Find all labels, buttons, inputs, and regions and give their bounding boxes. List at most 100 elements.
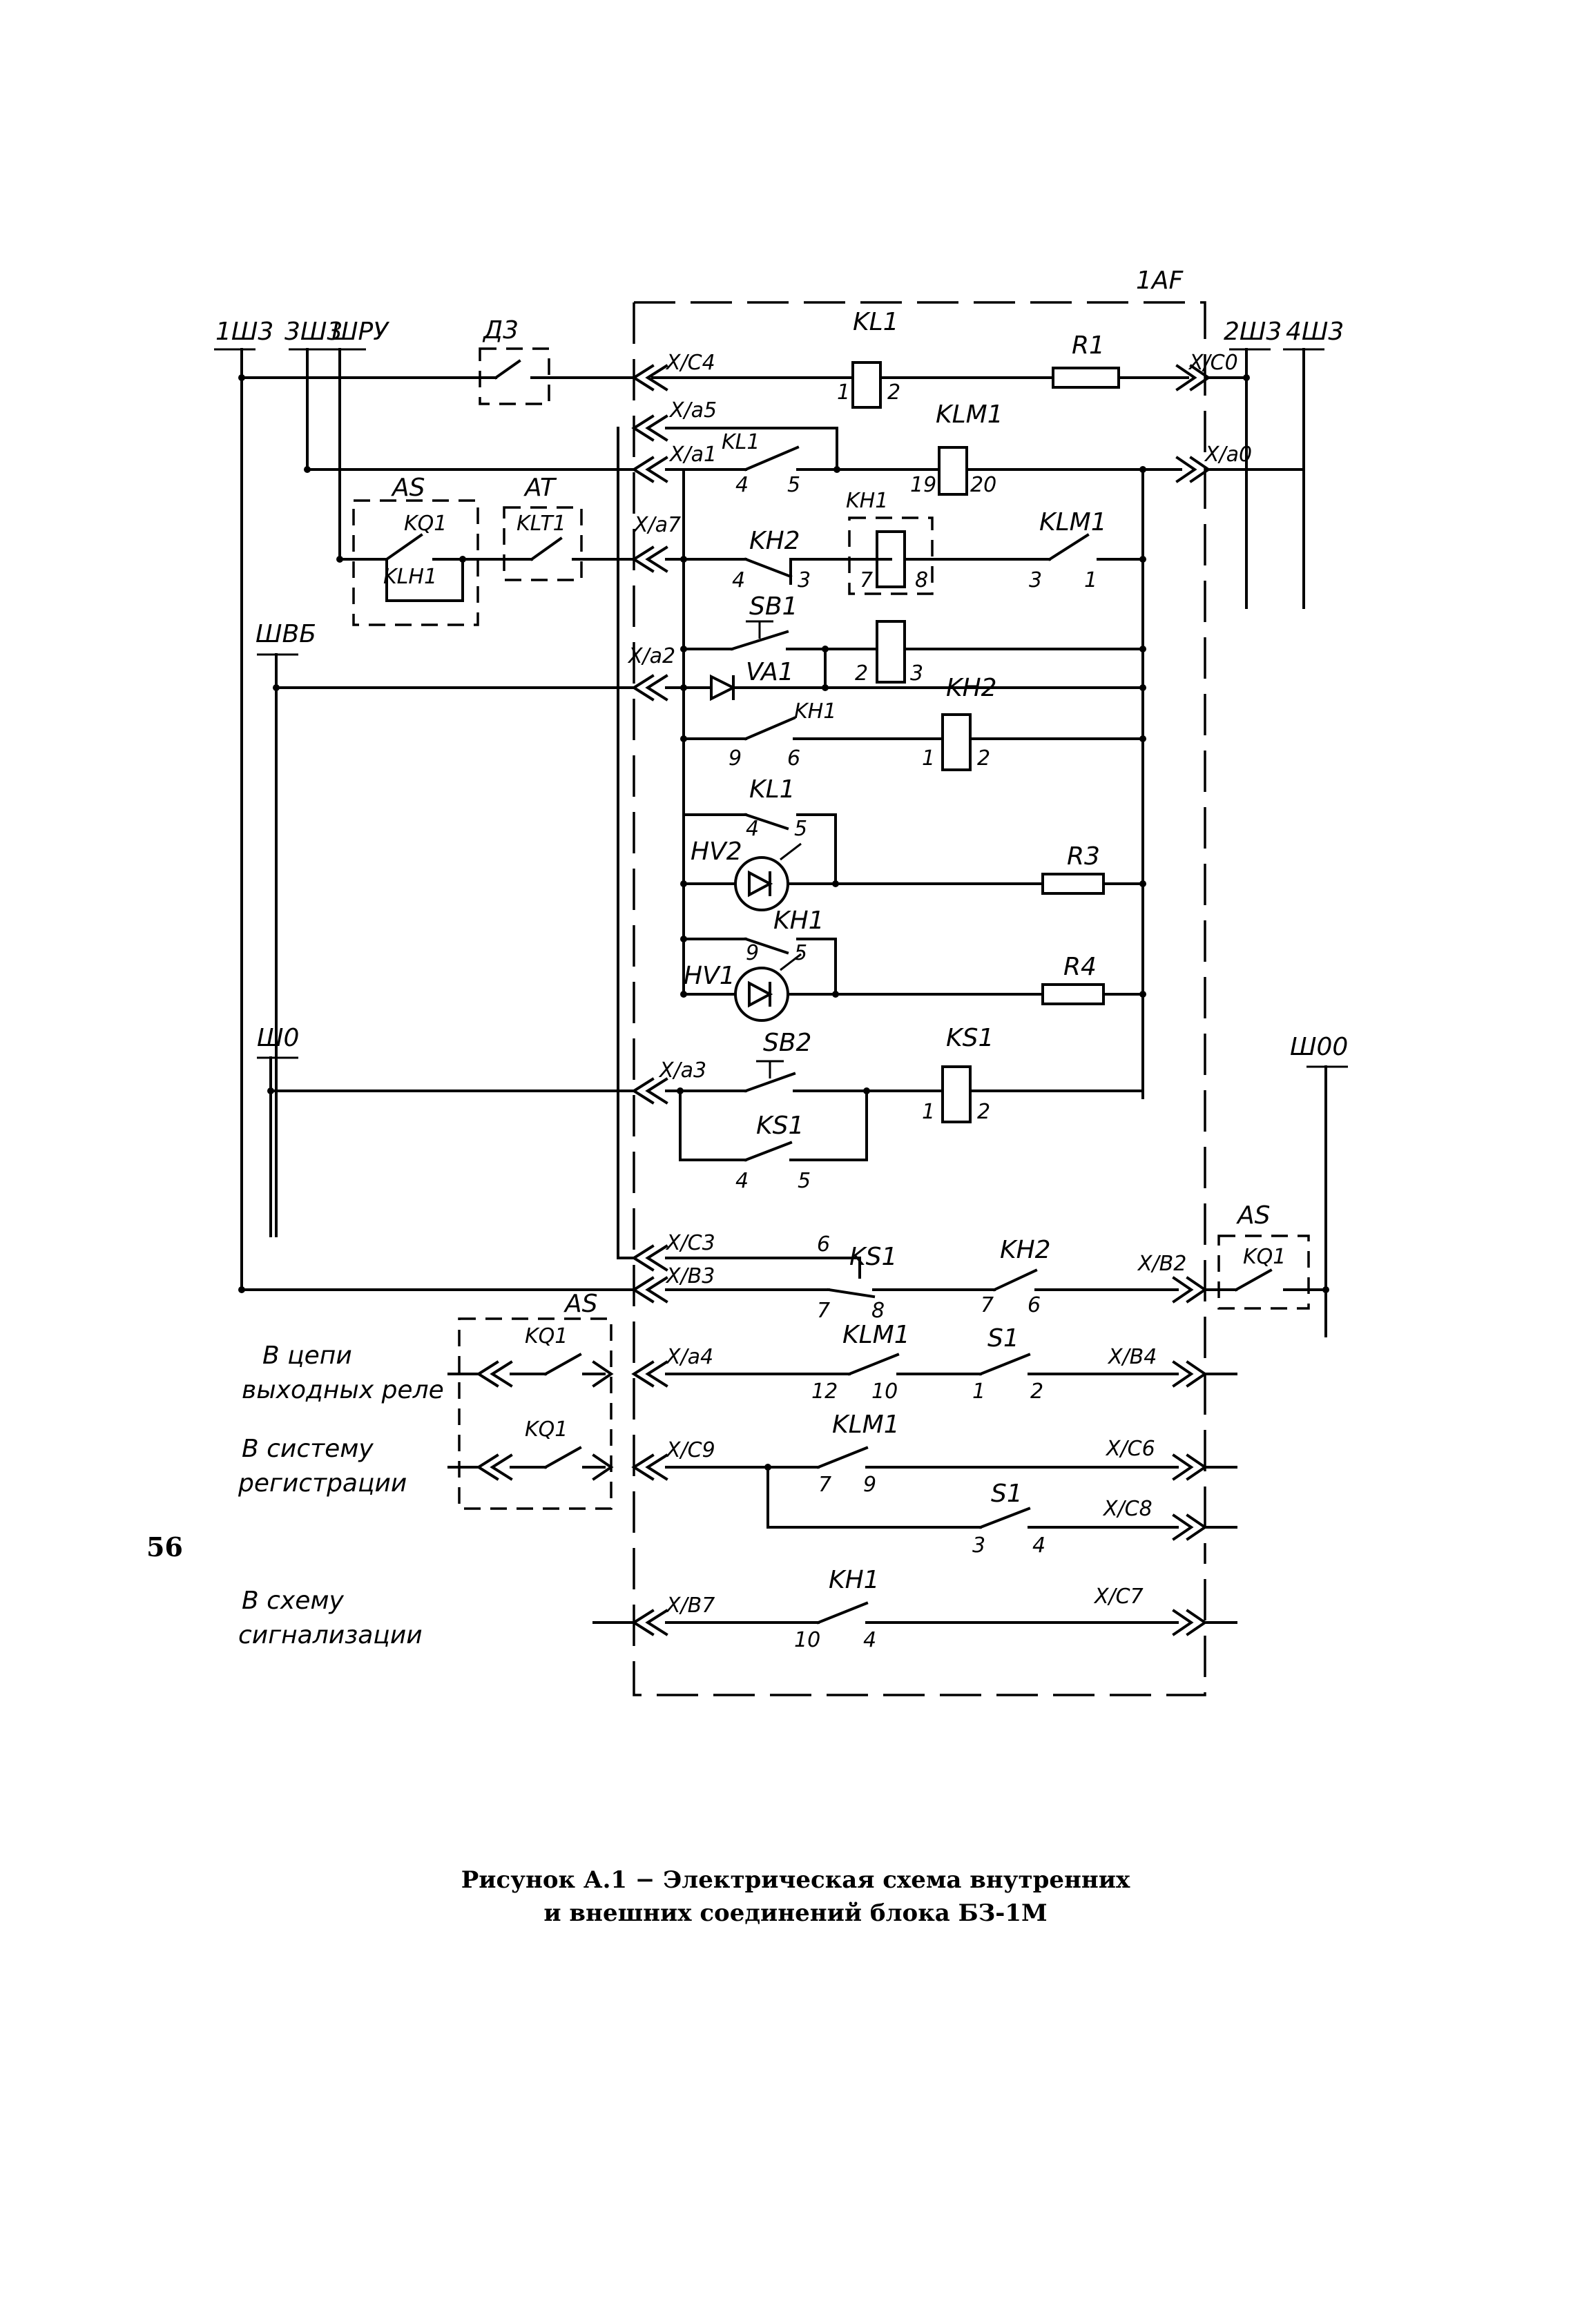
terminal-xa5: X/a5: [668, 398, 717, 423]
terminal-xa4: X/a4: [665, 1345, 713, 1369]
kh2-contact2-pin-7: 7: [981, 1293, 994, 1317]
kq1-label: KQ1: [404, 512, 447, 536]
kl1-contact2-pin-4: 4: [746, 817, 759, 841]
klm1-contact-label: KLM1: [1039, 508, 1107, 536]
ks1-changeover-label: KS1: [849, 1243, 897, 1271]
kl1-contact-label: KL1: [722, 430, 760, 454]
ks1-changeover-pin-6: 6: [817, 1232, 830, 1257]
s1-pin-2: 2: [1030, 1379, 1043, 1404]
as-box-label: AS: [391, 474, 425, 502]
figure-caption-line1: Рисунок А.1 − Электрическая схема внутре…: [461, 1866, 1130, 1894]
output-relays-label-1: В цепи: [262, 1342, 352, 1370]
sb1-label: SB1: [749, 592, 798, 621]
klm1-contact-pin-3: 3: [1029, 568, 1042, 592]
ks1-changeover-pin-8: 8: [871, 1299, 885, 1323]
kl1-contact2-label: KL1: [749, 775, 796, 804]
hv1-label: HV1: [684, 962, 735, 990]
kh2-contact-pin-4: 4: [732, 568, 745, 592]
row-output-relays: [447, 1317, 1237, 1510]
d3-label: Д3: [482, 316, 519, 345]
ks1-contact-pin-4: 4: [735, 1169, 749, 1193]
signaling-label-2: сигнализации: [238, 1621, 423, 1649]
kh2-contact-pin-3: 3: [798, 568, 811, 592]
klm1-contact3-pin-9: 9: [863, 1473, 876, 1497]
klh1-label: KLH1: [383, 565, 437, 589]
klm1-pin-19: 19: [910, 473, 936, 497]
bus-3sh3-label: 3Ш3: [285, 318, 343, 346]
bus-2sh3-label: 2Ш3: [1224, 318, 1282, 346]
kh2-contact2-pin-6: 6: [1028, 1293, 1041, 1317]
terminal-xc8: X/C8: [1102, 1497, 1153, 1521]
kh1-coil2-pin-3: 3: [910, 661, 923, 686]
kh2-coil-label: KH2: [946, 674, 997, 702]
kh1-contact2-pin-9: 9: [729, 746, 742, 771]
bus-shvb-label: ШВБ: [255, 620, 316, 648]
kh1-contact2-pin-6: 6: [787, 746, 800, 771]
ks1-pin-1: 1: [922, 1100, 935, 1124]
kh1-coil-label: KH1: [846, 489, 888, 513]
sb2-label: SB2: [763, 1029, 811, 1057]
terminal-xa2: X/a2: [627, 644, 675, 668]
terminal-xc7: X/C7: [1093, 1585, 1144, 1609]
kh1-contact4-label: KH1: [829, 1566, 880, 1594]
bus-sh0-label: Ш0: [257, 1024, 299, 1052]
kl1-coil-label: KL1: [853, 308, 899, 336]
terminal-xb7: X/B7: [665, 1594, 715, 1618]
kq1-registration-label: KQ1: [525, 1417, 568, 1442]
kl1-contact-pin-4: 4: [735, 473, 749, 497]
kh2-pin-2: 2: [977, 746, 990, 771]
kh1-contact3-label: KH1: [773, 907, 825, 935]
page-number: 56: [146, 1531, 183, 1562]
klm1-contact2-pin-12: 12: [811, 1379, 838, 1404]
row-kl1: [238, 347, 1250, 409]
block-1af-label: 1AF: [1136, 267, 1184, 295]
kl1-contact2-pin-5: 5: [794, 817, 807, 841]
kh1-contact3-pin-9: 9: [746, 941, 759, 965]
klt1-label: KLT1: [517, 512, 566, 536]
ks1-contact-label: KS1: [756, 1112, 804, 1140]
klm1-coil-label: KLM1: [936, 400, 1003, 429]
klm1-contact3-pin-7: 7: [818, 1473, 831, 1497]
kq1-right-label: KQ1: [1243, 1245, 1286, 1269]
s1-2-pin-4: 4: [1032, 1533, 1045, 1558]
kh1-contact4-pin-10: 10: [794, 1628, 820, 1652]
registration-label-1: В систему: [242, 1435, 374, 1463]
right-buses: [1229, 348, 1348, 1337]
terminal-xc0: X/C0: [1188, 351, 1238, 375]
bus-shru-label: ШРУ: [331, 318, 389, 346]
s1-pin-1: 1: [972, 1379, 985, 1404]
as-right-label: AS: [1236, 1201, 1270, 1230]
bus-1sh3-label: 1Ш3: [215, 318, 273, 346]
kh1-coil2-pin-2: 2: [855, 661, 868, 686]
row-hv1: [680, 936, 1146, 1022]
terminal-xc4: X/C4: [665, 351, 715, 375]
kq1-output-label: KQ1: [525, 1324, 568, 1348]
s1-2-pin-3: 3: [972, 1533, 985, 1558]
klm1-contact2-pin-10: 10: [871, 1379, 898, 1404]
block-1af-outline: [633, 301, 1206, 1696]
terminal-xa1: X/a1: [668, 443, 717, 467]
row-registration: [447, 1446, 1237, 1541]
kh1-contact2-label: KH1: [794, 699, 836, 724]
terminal-xb4: X/B4: [1107, 1345, 1157, 1369]
terminal-xc6: X/C6: [1105, 1437, 1155, 1461]
kh1-pin-8: 8: [915, 568, 928, 592]
ks1-contact-pin-5: 5: [798, 1169, 811, 1193]
row-kh2: [336, 499, 1146, 626]
as-output-label: AS: [563, 1290, 597, 1318]
ks1-changeover-pin-7: 7: [817, 1299, 830, 1323]
row-kh2-coil: [680, 713, 1146, 771]
kh1-pin-7: 7: [860, 568, 873, 592]
row-ks1: [267, 1060, 1144, 1162]
row-signaling: [592, 1601, 1237, 1636]
figure-caption-line2: и внешних соединений блока БЗ-1М: [543, 1899, 1048, 1927]
r4-label: R4: [1063, 953, 1097, 981]
kh2-contact-label: KH2: [749, 527, 800, 555]
terminal-xb3: X/B3: [665, 1264, 715, 1288]
row-ks1-changeover: [238, 1234, 1329, 1310]
row-klm1: [304, 414, 1305, 496]
row-sb1-va1: [273, 620, 1146, 701]
kh2-contact2-label: KH2: [1000, 1236, 1051, 1264]
left-buses: [214, 348, 366, 1292]
terminal-xb2: X/B2: [1137, 1252, 1186, 1276]
